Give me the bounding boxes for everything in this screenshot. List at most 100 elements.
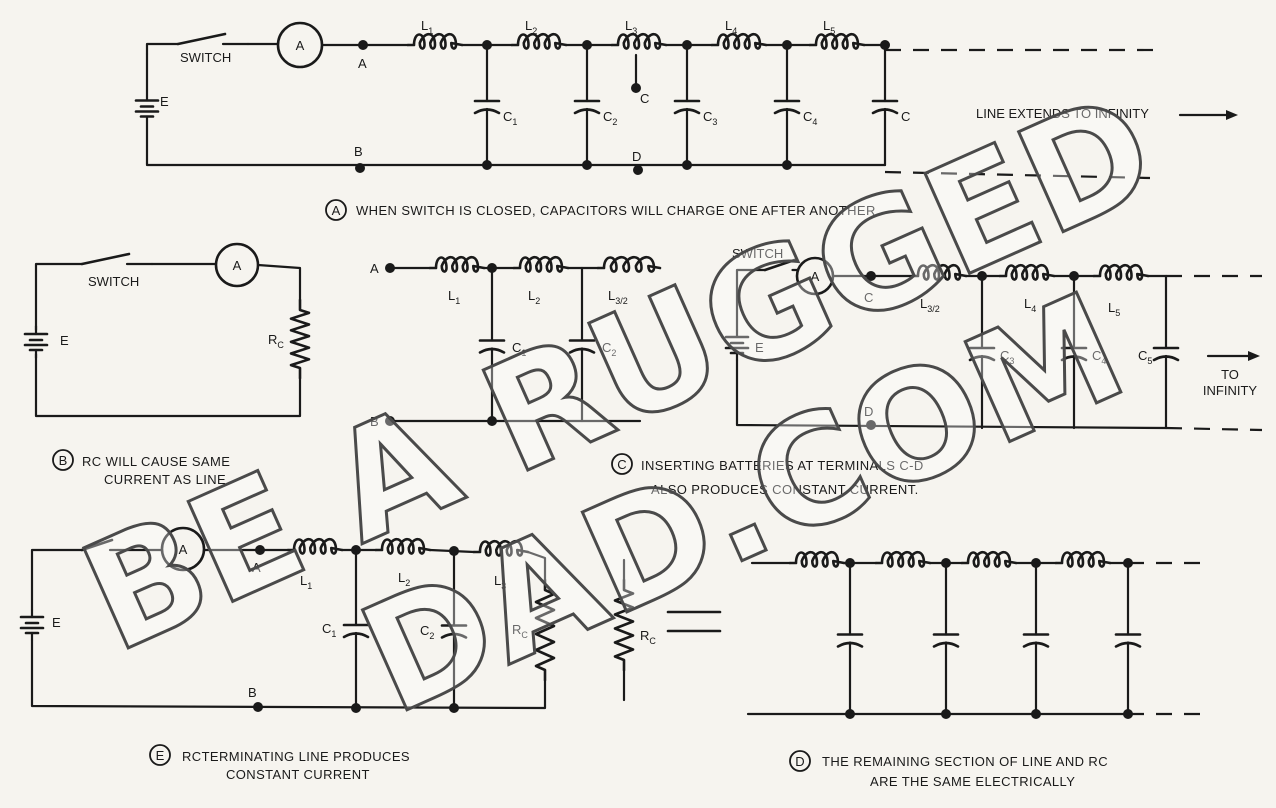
inductor-label: L1: [421, 18, 433, 36]
node-d-dot: [866, 420, 876, 430]
capacitor-c5: [871, 108, 899, 115]
wire: [145, 42, 180, 56]
inductor-label: L3: [494, 573, 506, 591]
capacitor-label: C2: [602, 340, 616, 358]
wire: [30, 638, 547, 710]
capacitor-label: C1: [322, 621, 336, 639]
caption-letter-circle: [325, 199, 347, 221]
capacitor-c2: [568, 347, 596, 354]
resistor-rc: [534, 578, 556, 682]
resistor-label: RC: [640, 628, 656, 646]
capacitor-c1: [478, 347, 506, 354]
node-c-dot: [866, 271, 876, 281]
ammeter-label: A: [811, 269, 820, 284]
wire: [256, 263, 302, 302]
ammeter-label: A: [179, 542, 188, 557]
inductor-l3-half: [910, 263, 968, 281]
inductor-label: L4: [725, 18, 737, 36]
node-b-dot: [253, 702, 263, 712]
wire: [145, 161, 887, 167]
node-c-label: C: [640, 91, 649, 106]
caption-letter-circle: [149, 744, 171, 766]
caption-d-line1: THE REMAINING SECTION OF LINE AND RC: [822, 754, 1108, 769]
switch-label: SWITCH: [732, 246, 783, 261]
arrow-right: [1248, 351, 1260, 361]
inductor-label: L5: [1108, 300, 1120, 318]
caption-c-line2: ALSO PRODUCES CONSTANT CURRENT.: [651, 482, 919, 497]
line-continuation-dash: [1165, 426, 1263, 432]
resistor-rc: [289, 298, 311, 380]
node-b-dot: [355, 163, 365, 173]
inductor-l2: [374, 537, 432, 555]
inductor-l1: [286, 537, 344, 555]
inductor-label: L3: [625, 18, 637, 36]
wire: [735, 268, 767, 332]
resistor-label: RC: [268, 332, 284, 350]
battery-label: E: [755, 340, 764, 355]
inductor-l3: [610, 32, 668, 50]
caption-e-line2: CONSTANT CURRENT: [226, 767, 370, 782]
wire: [526, 550, 547, 582]
inductor-l4: [710, 32, 768, 50]
inductor-label: L2: [398, 570, 410, 588]
caption-d-line2: ARE THE SAME ELECTRICALLY: [870, 774, 1075, 789]
node-a-label: A: [358, 56, 367, 71]
node-d-label: D: [632, 149, 641, 164]
inductor: [788, 550, 846, 568]
node-c-label: C: [864, 290, 873, 305]
inductor-label: L1: [300, 573, 312, 591]
capacitor-c3: [968, 355, 996, 362]
battery-label: E: [60, 333, 69, 348]
caption-letter-circle: [789, 750, 811, 772]
arrow-right: [1226, 110, 1238, 120]
caption-letter: A: [332, 203, 341, 218]
wire: [735, 358, 1168, 430]
ammeter-label: A: [233, 258, 242, 273]
junction-dot: [487, 416, 497, 426]
inductor-label: L5: [823, 18, 835, 36]
inductor-label: L3/2: [608, 288, 628, 306]
capacitor-c2: [440, 632, 468, 639]
inductor-l2: [510, 32, 568, 50]
capacitor: [836, 641, 864, 648]
inductor-label: L1: [448, 288, 460, 306]
capacitor-label: C3: [703, 109, 717, 127]
wire: [34, 352, 302, 418]
inductor: [874, 550, 932, 568]
capacitor-label: C3: [1000, 348, 1014, 366]
inductor-l2: [512, 255, 570, 273]
capacitor-label: C1: [503, 109, 517, 127]
capacitor-label: C5: [1138, 348, 1152, 366]
battery-label: E: [160, 94, 169, 109]
capacitor-label: C4: [1092, 348, 1106, 366]
capacitor-c3: [673, 108, 701, 115]
resistor-rc: [613, 578, 635, 672]
capacitor-label: C2: [420, 623, 434, 641]
switch: [80, 538, 114, 552]
inductor-label: L3/2: [920, 296, 940, 314]
inductor-l5: [1092, 263, 1150, 281]
caption-letter-circle: [52, 449, 74, 471]
inductor: [1054, 550, 1112, 568]
switch: [80, 252, 131, 266]
wire: [30, 548, 84, 612]
node-a-dot: [358, 40, 368, 50]
inductor-label: L4: [1024, 296, 1036, 314]
node-a-label: A: [252, 560, 261, 575]
capacitor: [932, 641, 960, 648]
node-a-label: A: [370, 261, 379, 276]
capacitor-c5: [1152, 355, 1180, 362]
capacitor-c4: [1060, 355, 1088, 362]
inductor-l4: [998, 263, 1056, 281]
node-b-label: B: [370, 414, 379, 429]
to-infinity-label: INFINITY: [1203, 383, 1257, 398]
caption-letter: E: [156, 748, 165, 763]
line-extends-note: LINE EXTENDS TO INFINITY: [976, 106, 1149, 121]
caption-letter-circle: [611, 453, 633, 475]
capacitor-label: C: [901, 109, 910, 124]
to-infinity-label: TO: [1221, 367, 1239, 382]
node-d-dot: [633, 165, 643, 175]
resistor-label: RC: [512, 622, 528, 640]
